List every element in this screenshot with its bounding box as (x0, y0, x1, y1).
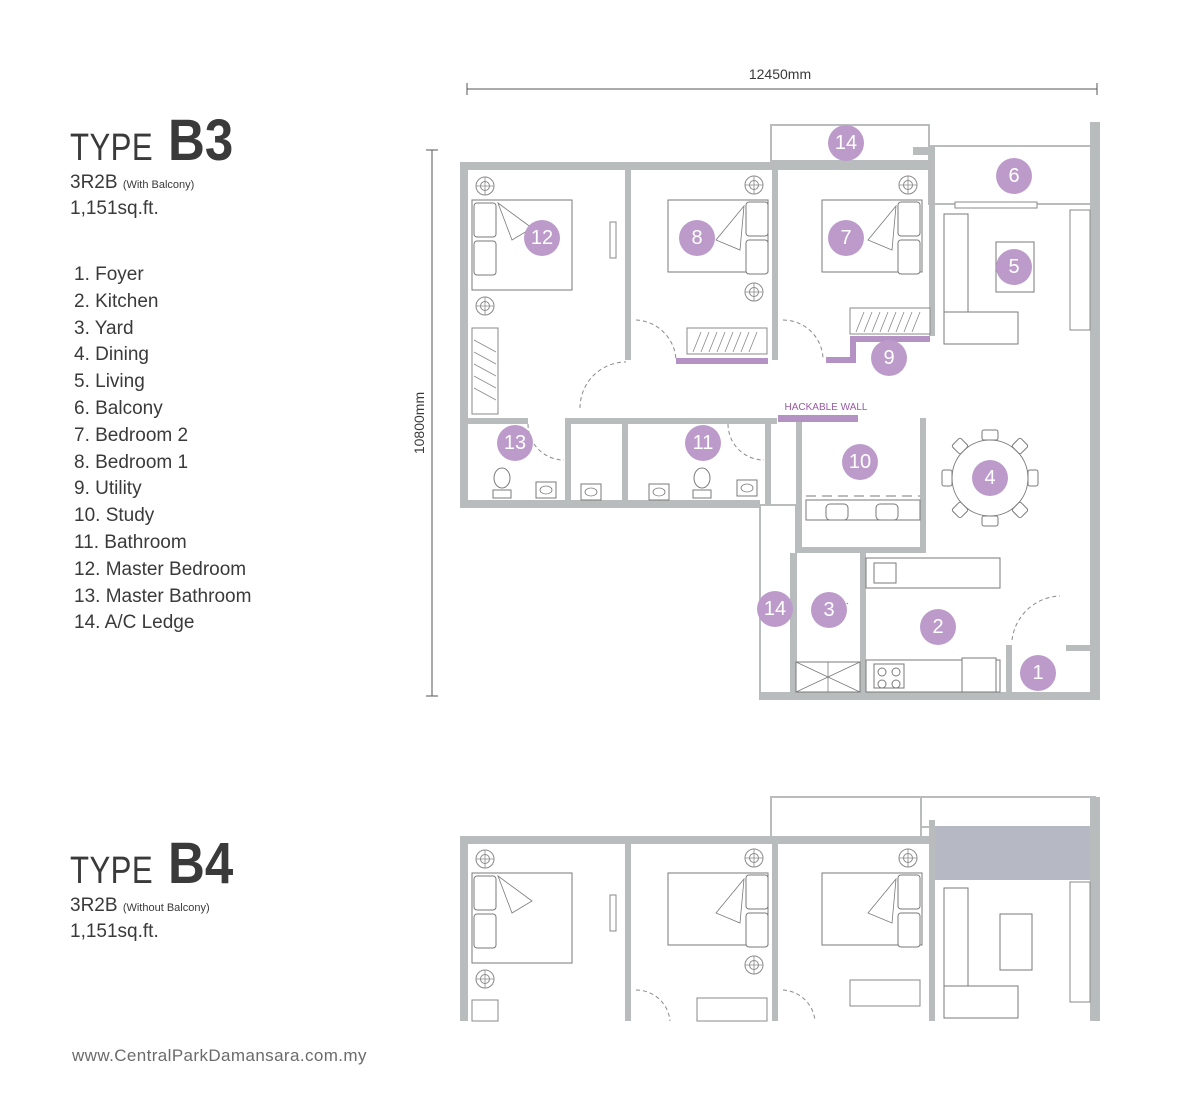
svg-text:9: 9 (883, 347, 894, 369)
svg-text:1: 1 (1032, 662, 1043, 684)
type-word: TYPE (70, 850, 154, 892)
website-url: www.CentralParkDamansara.com.my (72, 1046, 367, 1065)
type-b4-header: TYPE B4 3R2B (Without Balcony) 1,151sq.f… (70, 835, 242, 943)
width-label: 12450mm (749, 66, 811, 82)
room-badge-9: 9 (871, 340, 907, 376)
unit-layout: 3R2B (With Balcony) (70, 172, 242, 194)
svg-text:13: 13 (504, 432, 526, 454)
svg-text:8: 8 (691, 227, 702, 249)
legend-item: 7. Bedroom 2 (74, 424, 189, 446)
width-dimension: 12450mm (466, 66, 1098, 95)
plan-b3: HACKABLE WALL (460, 122, 1100, 700)
legend-item: 3. Yard (74, 317, 134, 339)
legend-item: 6. Balcony (74, 397, 163, 419)
room-badge-2: 2 (920, 609, 956, 645)
room-badge-14-side: 14 (757, 591, 793, 627)
legend-item: 13. Master Bathroom (74, 585, 252, 607)
unit-area: 1,151sq.ft. (70, 921, 159, 942)
room-badge-13: 13 (497, 425, 533, 461)
layout-code: 3R2B (70, 172, 118, 193)
room-badge-7: 7 (828, 220, 864, 256)
unit-layout: 3R2B (Without Balcony) (70, 895, 242, 917)
legend-item: 8. Bedroom 1 (74, 451, 189, 473)
svg-text:5: 5 (1008, 256, 1019, 278)
legend-item: 5. Living (74, 371, 145, 393)
balcony-note: (With Balcony) (122, 179, 195, 191)
height-dimension: 10800mm (411, 149, 438, 697)
height-label: 10800mm (411, 392, 427, 454)
legend-item: 4. Dining (74, 344, 149, 366)
room-badge-3: 3 (811, 592, 847, 628)
legend-item: 14. A/C Ledge (74, 612, 195, 634)
room-badge-12: 12 (524, 220, 560, 256)
legend-item: 1. Foyer (74, 264, 144, 285)
type-b4-title: TYPE B4 (70, 835, 242, 893)
svg-text:14: 14 (764, 598, 786, 620)
type-b3-title: TYPE B3 (70, 112, 242, 170)
room-badge-6: 6 (996, 158, 1032, 194)
legend-item: 12. Master Bedroom (74, 558, 247, 580)
svg-text:10: 10 (849, 451, 871, 473)
type-word: TYPE (70, 127, 154, 169)
svg-text:6: 6 (1008, 165, 1019, 187)
room-badge-1: 1 (1020, 655, 1056, 691)
balcony-note: (Without Balcony) (122, 902, 210, 914)
room-badge-8: 8 (679, 220, 715, 256)
legend-item: 10. Study (74, 505, 155, 527)
room-badge-4: 4 (972, 460, 1008, 496)
room-badge-14-top: 14 (828, 125, 864, 161)
legend-item: 11. Bathroom (74, 531, 187, 553)
legend-item: 9. Utility (74, 478, 142, 500)
svg-text:2: 2 (932, 616, 943, 638)
unit-area: 1,151sq.ft. (70, 198, 159, 219)
plan-b4 (460, 796, 1100, 1022)
room-badge-5: 5 (996, 249, 1032, 285)
type-code: B4 (167, 831, 233, 896)
type-code: B3 (167, 108, 233, 173)
room-badge-10: 10 (842, 444, 878, 480)
svg-text:3: 3 (823, 599, 834, 621)
legend-item: 2. Kitchen (74, 290, 159, 312)
layout-code: 3R2B (70, 895, 118, 916)
svg-text:4: 4 (984, 467, 995, 489)
room-badge-11: 11 (685, 425, 721, 461)
svg-text:12: 12 (531, 227, 553, 249)
svg-text:14: 14 (835, 132, 857, 154)
svg-text:7: 7 (840, 227, 851, 249)
type-b3-header: TYPE B3 3R2B (With Balcony) 1,151sq.ft. (70, 112, 242, 220)
hackable-wall-label: HACKABLE WALL (785, 402, 868, 413)
svg-text:11: 11 (693, 432, 714, 454)
room-legend: 1. Foyer 2. Kitchen 3. Yard 4. Dining 5.… (74, 262, 251, 637)
